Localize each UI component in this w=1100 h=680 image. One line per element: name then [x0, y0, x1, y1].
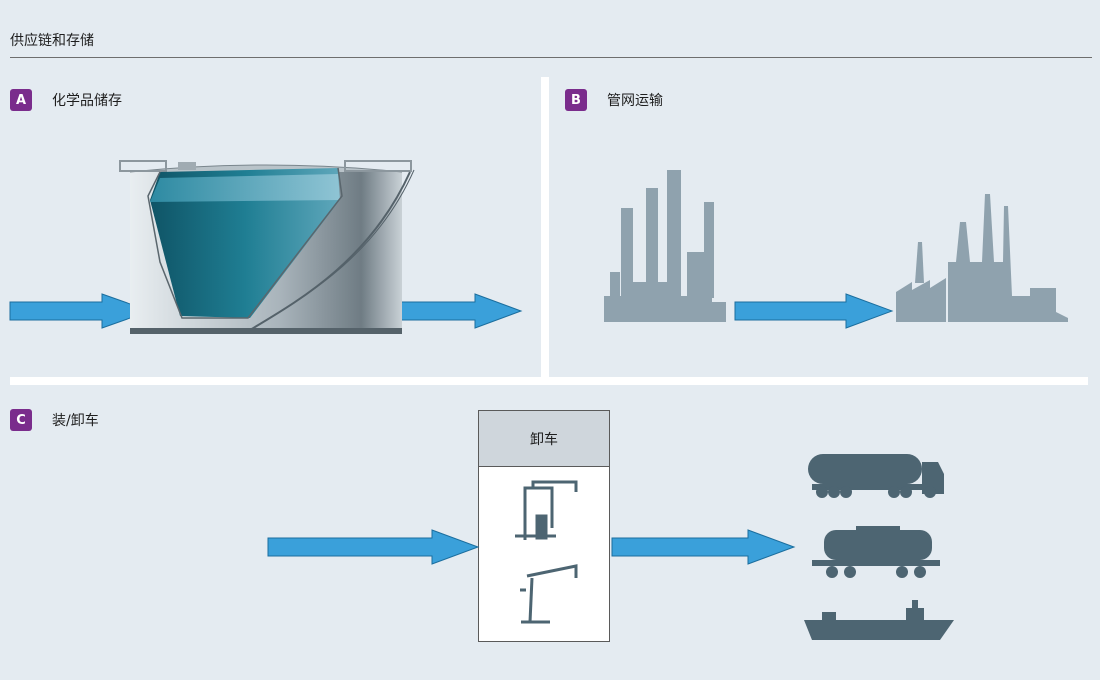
page-title: 供应链和存储: [10, 33, 94, 49]
unloading-box: 卸车: [478, 410, 610, 642]
arrow-out-of-tank: [388, 293, 523, 329]
marine-loading-arm-icon: [520, 564, 578, 624]
arrow-into-unloading: [267, 529, 480, 565]
tanker-ship-icon: [804, 600, 954, 640]
arrow-into-tank: [9, 293, 152, 329]
section-c-badge: C: [10, 409, 32, 431]
section-c-header: C 装/卸车: [10, 409, 99, 431]
section-b-badge: B: [565, 89, 587, 111]
unloading-box-title: 卸车: [479, 411, 609, 467]
rail-tank-car-icon: [812, 526, 940, 578]
horizontal-divider: [10, 377, 1088, 385]
section-a-header: A 化学品储存: [10, 89, 122, 111]
industrial-plant-icon: [896, 194, 1068, 322]
arrow-out-of-unloading: [611, 529, 796, 565]
arrow-pipeline: [734, 293, 894, 329]
section-b-label: 管网运输: [607, 93, 663, 109]
storage-tank-icon: [119, 160, 415, 334]
title-divider: [10, 57, 1092, 58]
refinery-icon: [604, 170, 726, 322]
section-a-label: 化学品储存: [52, 93, 122, 109]
section-a-badge: A: [10, 89, 32, 111]
loading-arm-icon: [515, 480, 578, 540]
vertical-divider: [541, 77, 549, 377]
tanker-truck-icon: [808, 454, 944, 498]
section-b-header: B 管网运输: [565, 89, 663, 111]
section-c-label: 装/卸车: [52, 413, 99, 429]
